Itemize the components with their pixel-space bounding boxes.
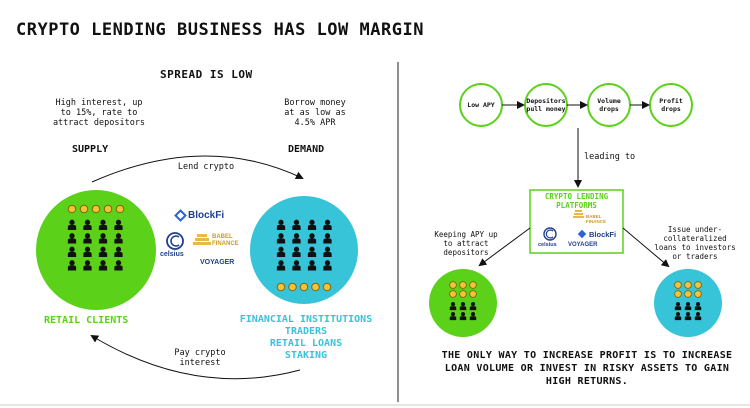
platforms-box [529,189,624,254]
demand-label: DEMAND [288,144,325,155]
flow-nodes [459,83,693,127]
coin-icon [288,282,297,292]
issue-loans-note: Issue under- collateralized loans to inv… [654,225,736,261]
coin-icon [449,290,457,298]
coin-icon [311,282,320,292]
coin-icon [103,204,113,214]
coin-icon [459,290,467,298]
small-babel-text: BABEL FINANCE [586,214,606,224]
small-voyager-text: VOYAGER [568,242,598,248]
keeping-apy-note: Keeping APY up to attract depositors [434,230,498,257]
retail-clients-circle [36,190,156,310]
node-profit-label: Profit drops [659,97,683,113]
lend-crypto-label: Lend crypto [177,162,235,172]
blockfi-logo-icon [174,209,187,222]
coin-icon [469,290,477,298]
coin-icon [299,282,309,292]
small-celsius-icon [543,227,557,241]
coin-icon [67,204,77,214]
page-title: CRYPTO LENDING BUSINESS HAS LOW MARGIN [16,20,424,40]
coin-icon [115,204,125,214]
leading-to-label: leading to [584,152,636,162]
coin-icon [91,204,101,214]
coin-icon [322,282,332,292]
babel-logo-icon [193,234,211,245]
institutions-label: FINANCIAL INSTITUTIONS TRADERS RETAIL LO… [239,314,373,361]
node-volume-label: Volume drops [597,97,621,113]
small-blockfi-text: BlockFi [589,230,617,239]
coin-icon [276,282,286,292]
spread-label: SPREAD IS LOW [160,68,253,81]
platforms-title: CRYPTO LENDING PLATFORMS [544,192,609,210]
babel-logo-text: BABEL FINANCE [212,234,239,247]
arrow-to-institutions-small [622,227,670,268]
coin-icon [449,281,457,289]
coin-icon [694,281,702,289]
coin-icon [694,290,702,298]
retail-clients-label: RETAIL CLIENTS [44,315,129,326]
coin-icon [674,281,682,289]
supply-label: SUPPLY [72,144,109,155]
coin-icon [79,204,89,214]
demand-note: Borrow money at as low as 4.5% APR [284,98,346,128]
conclusion-message: THE ONLY WAY TO INCREASE PROFIT IS TO IN… [441,350,733,387]
supply-note: High interest, up to 15%, rate to attrac… [52,98,146,128]
coin-icon [469,281,477,289]
node-profit [649,83,693,127]
celsius-logo-icon [166,232,184,250]
small-celsius-text: celsius [538,242,557,248]
institutions-circle [250,196,358,304]
celsius-logo-text: celsius [160,251,184,258]
coin-icon [459,281,467,289]
voyager-logo-text: VOYAGER [200,259,235,266]
pay-interest-arrow [90,334,301,380]
arrow-to-retail-small [478,227,531,267]
blockfi-logo-text: BlockFi [188,210,225,221]
node-low-apy-label: Low APY [467,101,495,109]
coin-icon [684,290,692,298]
node-depositors-label: Depositors pull money [526,97,566,113]
coin-icon [674,290,682,298]
small-babel-icon [573,210,584,218]
pay-interest-label: Pay crypto interest [174,348,226,368]
coin-icon [684,281,692,289]
lend-crypto-arrow [91,155,304,183]
